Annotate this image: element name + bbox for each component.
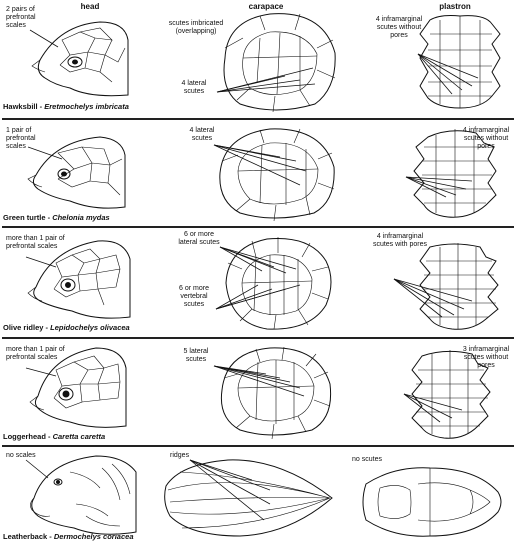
leatherback-carapace-drawing <box>160 450 340 546</box>
row-green-turtle: 1 pair of prefrontal scales Green turtle… <box>0 119 517 226</box>
green-turtle-carapace-drawing <box>210 125 345 223</box>
olive-ridley-plastron-drawing <box>408 239 508 335</box>
row-leatherback: no scales Leatherback - Dermochelys cori… <box>0 446 517 549</box>
species-name: Hawksbill - Eretmochelys imbricata <box>3 102 129 111</box>
row-hawksbill: 2 pairs of prefrontal scales Hawksbill -… <box>0 0 517 118</box>
loggerhead-plastron-drawing <box>398 346 502 444</box>
hawksbill-carapace-drawing <box>205 8 340 116</box>
loggerhead-head-drawing <box>0 338 130 445</box>
species-name: Green turtle - Chelonia mydas <box>3 213 110 222</box>
hawksbill-head-drawing <box>0 0 130 118</box>
green-turtle-plastron-drawing <box>400 125 510 223</box>
loggerhead-carapace-drawing <box>210 344 340 442</box>
row-loggerhead: more than 1 pair of prefrontal scales Lo… <box>0 338 517 445</box>
species-name: Leatherback - Dermochelys coriacea <box>3 532 134 541</box>
carapace-label-vertebral: 6 or more vertebral scutes <box>172 285 216 309</box>
row-olive-ridley: more than 1 pair of prefrontal scales Ol… <box>0 227 517 337</box>
olive-ridley-carapace-drawing <box>212 233 342 335</box>
leatherback-plastron-drawing <box>358 462 508 542</box>
species-name: Olive ridley - Lepidochelys olivacea <box>3 323 130 332</box>
hawksbill-plastron-drawing <box>400 10 510 115</box>
species-name: Loggerhead - Caretta caretta <box>3 432 105 441</box>
green-turtle-head-drawing <box>0 119 130 226</box>
olive-ridley-head-drawing <box>0 227 135 337</box>
